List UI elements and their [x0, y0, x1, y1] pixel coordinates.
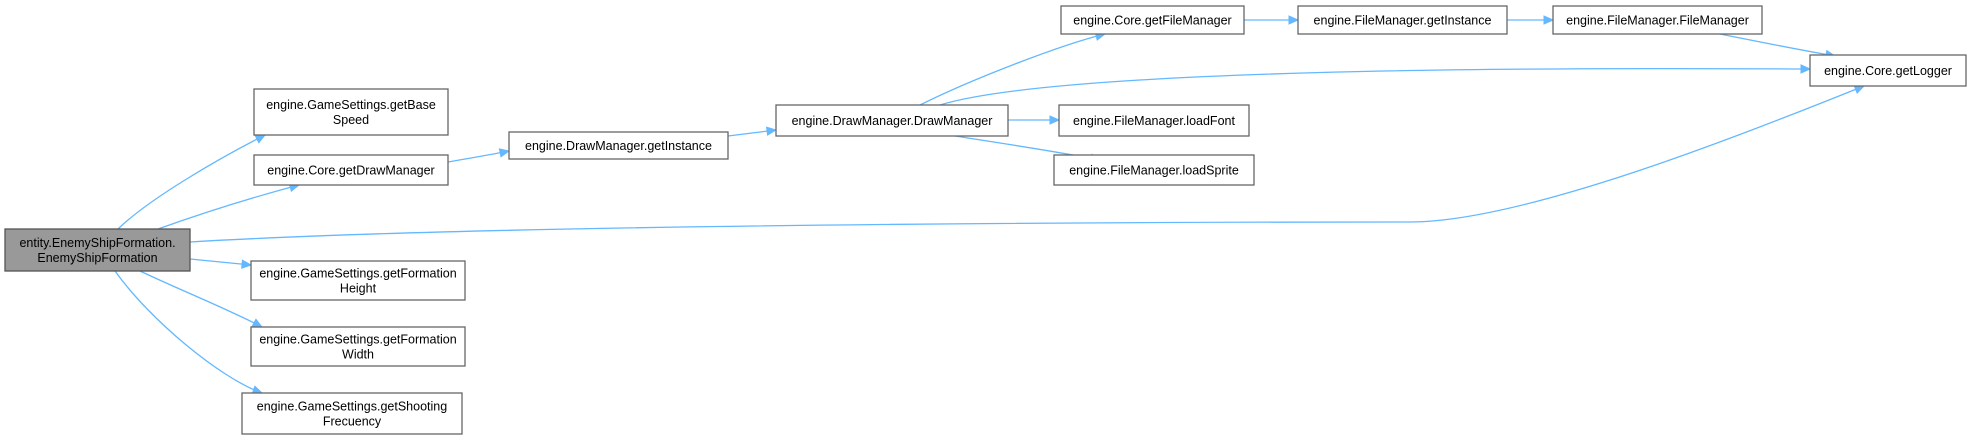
edge-root-to-getShootingFrecuency [114, 270, 264, 395]
node-getLogger[interactable]: engine.Core.getLogger [1809, 54, 1967, 87]
arrowhead [251, 318, 264, 328]
node-getFileManager[interactable]: engine.Core.getFileManager [1060, 5, 1245, 35]
edge-root-to-getDrawManager [157, 182, 301, 230]
edge-root-to-getFormationWidth [139, 270, 264, 328]
edge-line [114, 270, 263, 394]
node-label: Speed [333, 113, 369, 127]
node-label: engine.FileManager.loadSprite [1069, 164, 1239, 178]
node-box [508, 131, 729, 160]
node-fmCtor[interactable]: engine.FileManager.FileManager [1552, 5, 1763, 35]
arrowhead [241, 259, 253, 269]
arrowhead [1853, 85, 1866, 94]
edge-line [919, 33, 1106, 106]
node-dmCtor[interactable]: engine.DrawManager.DrawManager [775, 104, 1009, 137]
arrowhead [498, 148, 511, 158]
node-label: engine.Core.getDrawManager [267, 164, 434, 178]
node-label: engine.Core.getFileManager [1073, 14, 1231, 28]
node-label: entity.EnemyShipFormation. [19, 236, 175, 250]
edge-line [1719, 33, 1836, 57]
edge-root-to-getBaseSpeed [117, 134, 267, 230]
nodes-layer: entity.EnemyShipFormation.EnemyShipForma… [4, 5, 1967, 435]
arrowhead [1800, 64, 1812, 74]
node-box [1058, 104, 1250, 137]
edge-dmGetInstance-to-dmCtor [727, 126, 778, 137]
arrowhead [254, 134, 267, 144]
node-label: engine.DrawManager.getInstance [525, 139, 712, 153]
node-box [775, 104, 1009, 137]
node-label: Frecuency [323, 415, 382, 429]
edge-line [139, 270, 263, 328]
arrowhead [765, 126, 778, 136]
node-fmGetInstance[interactable]: engine.FileManager.getInstance [1297, 5, 1508, 35]
node-loadFont[interactable]: engine.FileManager.loadFont [1058, 104, 1250, 137]
node-box [250, 260, 466, 301]
edges-layer [114, 15, 1866, 395]
node-label: Width [342, 348, 374, 362]
arrowhead [1049, 115, 1061, 125]
edge-dmCtor-to-loadFont [1008, 115, 1061, 125]
node-label: engine.FileManager.FileManager [1566, 14, 1749, 28]
node-box [253, 88, 449, 136]
node-box [1809, 54, 1967, 87]
node-label: engine.FileManager.getInstance [1314, 14, 1492, 28]
edge-dmCtor-to-getLogger [939, 64, 1812, 106]
node-box [1552, 5, 1763, 35]
node-box [1053, 154, 1255, 186]
node-label: engine.Core.getLogger [1824, 64, 1952, 78]
edge-root-to-getFormationHeight [189, 258, 253, 269]
node-label: engine.GameSettings.getFormation [259, 333, 456, 347]
node-root[interactable]: entity.EnemyShipFormation.EnemyShipForma… [4, 228, 191, 272]
edge-fmGetInstance-to-fmCtor [1507, 15, 1555, 25]
edge-line [117, 134, 266, 230]
edge-line [189, 85, 1865, 243]
edge-getFileManager-to-fmGetInstance [1244, 15, 1300, 25]
node-label: engine.GameSettings.getFormation [259, 267, 456, 281]
edge-root-to-getLogger [189, 85, 1866, 243]
arrowhead [1543, 15, 1555, 25]
node-label: EnemyShipFormation [37, 251, 157, 265]
node-box [241, 392, 463, 435]
node-dmGetInstance[interactable]: engine.DrawManager.getInstance [508, 131, 729, 160]
edge-dmCtor-to-getFileManager [919, 31, 1107, 106]
node-box [250, 326, 466, 367]
node-label: Height [340, 282, 377, 296]
node-box [1297, 5, 1508, 35]
edge-line [157, 184, 300, 230]
edge-line [939, 67, 1811, 106]
node-label: engine.GameSettings.getShooting [257, 400, 447, 414]
node-loadSprite[interactable]: engine.FileManager.loadSprite [1053, 154, 1255, 186]
node-box [253, 154, 449, 186]
node-label: engine.GameSettings.getBase [266, 98, 436, 112]
node-box [1060, 5, 1245, 35]
node-getDrawManager[interactable]: engine.Core.getDrawManager [253, 154, 449, 186]
node-box [4, 228, 191, 272]
edge-getDrawManager-to-dmGetInstance [447, 148, 511, 163]
node-label: engine.FileManager.loadFont [1073, 114, 1235, 128]
arrowhead [1288, 15, 1300, 25]
node-label: engine.DrawManager.DrawManager [792, 114, 993, 128]
